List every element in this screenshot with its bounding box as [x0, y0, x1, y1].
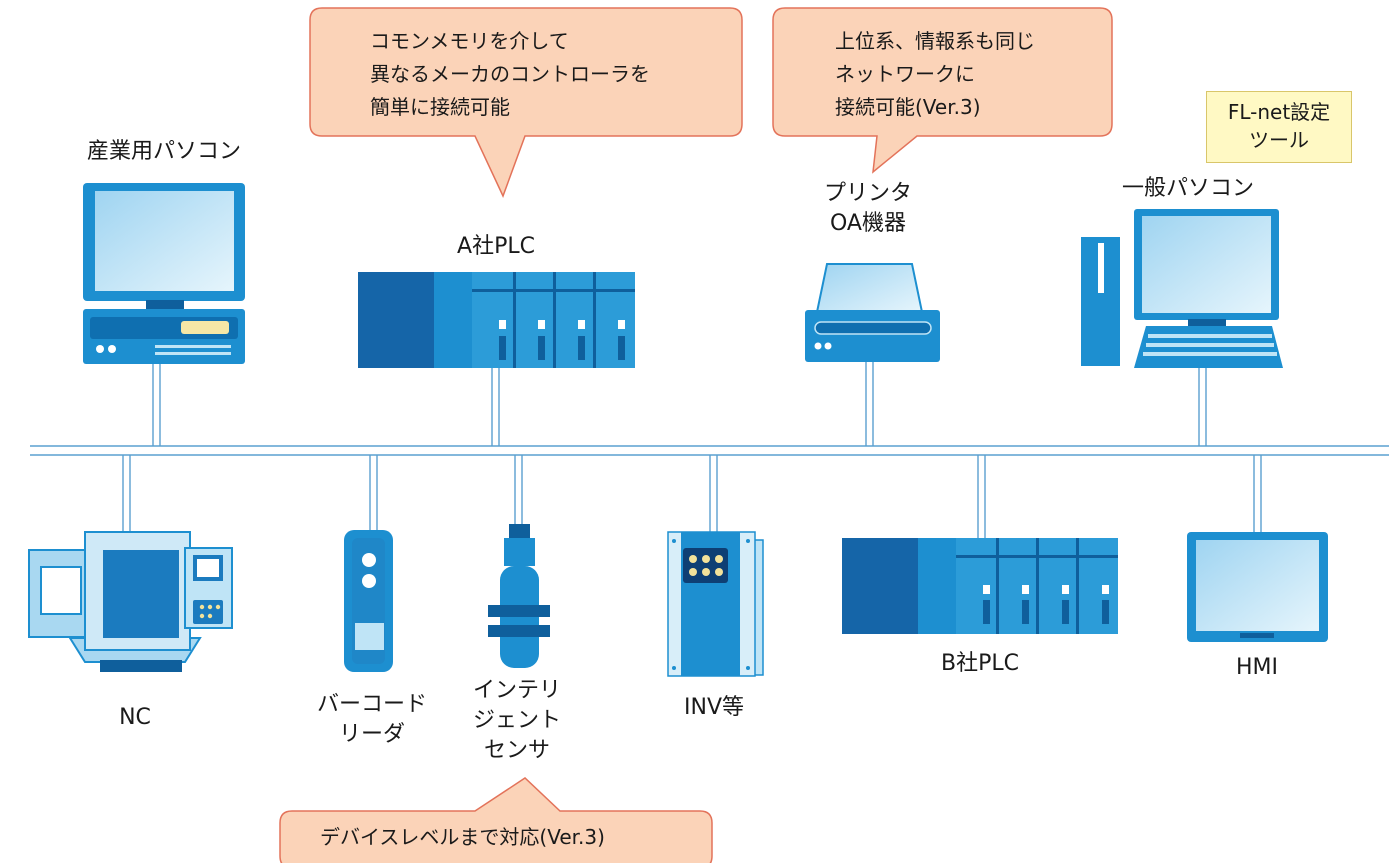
industrial-pc-label: 産業用パソコン [86, 139, 241, 164]
inverter-icon [667, 531, 764, 677]
hmi-icon [1187, 532, 1328, 642]
printer-label-line: OA機器 [830, 211, 906, 236]
plc-b-icon [842, 538, 1118, 634]
callout-upper-system-text: 上位系、情報系も同じ ネットワークに 接続可能(Ver.3) [835, 25, 1035, 124]
callout-line: 簡単に接続可能 [370, 95, 510, 119]
callout-common-memory [309, 7, 743, 198]
callout-line: 上位系、情報系も同じ [835, 29, 1035, 53]
intelligent-sensor-label: インテリ ジェント センサ [462, 676, 572, 766]
printer-label: プリンタ OA機器 [808, 179, 928, 239]
fl-net-tool-note: FL-net設定 ツール [1206, 91, 1352, 163]
general-pc-icon [1081, 209, 1283, 368]
plc-a-icon [358, 272, 635, 368]
barcode-reader-label: バーコード リーダ [302, 690, 442, 750]
tool-note-line: FL-net設定 [1227, 100, 1331, 124]
barcode-label-line: リーダ [338, 722, 405, 747]
hmi-label: HMI [1235, 655, 1278, 680]
callout-upper-system [772, 7, 1113, 174]
callout-line: 接続可能(Ver.3) [835, 95, 981, 119]
sensor-label-line: ジェント [472, 708, 561, 733]
nc-icon [28, 531, 233, 672]
callout-common-memory-text: コモンメモリを介して 異なるメーカのコントローラを 簡単に接続可能 [370, 25, 650, 124]
callout-device-level [279, 777, 713, 867]
callout-device-level-text: デバイスレベルまで対応(Ver.3) [320, 825, 605, 849]
callout-line: 異なるメーカのコントローラを [370, 62, 650, 86]
inverter-label: INV等 [684, 695, 744, 720]
printer-icon [805, 263, 940, 362]
sensor-label-line: インテリ [472, 678, 561, 703]
barcode-label-line: バーコード [316, 692, 427, 717]
sensor-label-line: センサ [483, 738, 550, 763]
industrial-pc-icon [83, 183, 245, 364]
callout-line: ネットワークに [835, 62, 975, 86]
general-pc-label: 一般パソコン [1121, 176, 1254, 201]
barcode-reader-icon [344, 530, 393, 672]
callout-line: コモンメモリを介して [370, 29, 569, 53]
plc-a-label: A社PLC [457, 234, 535, 259]
printer-label-line: プリンタ [823, 181, 912, 206]
network-bus [30, 445, 1389, 456]
tool-note-line: ツール [1249, 128, 1309, 152]
network-drops [122, 362, 1262, 538]
intelligent-sensor-icon [488, 524, 550, 668]
plc-b-label: B社PLC [941, 651, 1019, 676]
nc-label: NC [119, 705, 151, 730]
